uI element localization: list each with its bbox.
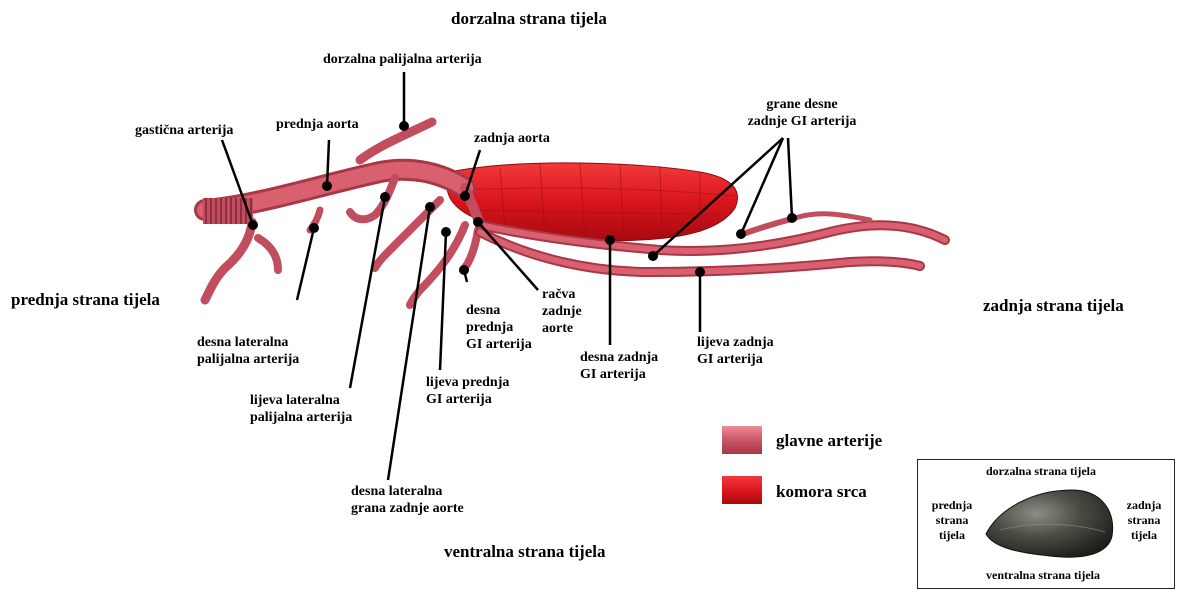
label-line: desna zadnja: [580, 349, 658, 366]
ventral-side-label: ventralna strana tijela: [444, 542, 605, 562]
label-line: lijeva prednja: [426, 374, 509, 391]
label-line: zadnje GI arterija: [732, 113, 872, 130]
label-line: račva: [542, 286, 582, 303]
label-line: GI arterija: [697, 351, 774, 368]
label-line: desna lateralna: [351, 483, 464, 500]
inset-anterior-label: prednja strana tijela: [926, 498, 978, 543]
gastric-artery-label: gastična arterija: [135, 122, 233, 139]
heart-legend-label: komora srca: [776, 482, 867, 502]
anterior-side-label: prednja strana tijela: [11, 290, 160, 310]
label-line: GI arterija: [580, 366, 658, 383]
label-line: palijalna arterija: [197, 351, 299, 368]
label-line: strana: [926, 513, 978, 528]
mussel-shell-illustration: [980, 482, 1120, 562]
label-line: GI arterija: [426, 391, 509, 408]
label-line: strana: [1118, 513, 1170, 528]
heart-legend-swatch: [722, 476, 762, 504]
arteries-legend-swatch: [722, 426, 762, 454]
label-line: desna lateralna: [197, 334, 299, 351]
left-lateral-pallial-label: lijeva lateralna palijalna arterija: [250, 392, 352, 426]
right-posterior-gi-branches-label: grane desne zadnje GI arterija: [732, 96, 872, 130]
arteries-legend-label: glavne arterije: [776, 431, 882, 451]
label-line: desna: [466, 302, 532, 319]
left-anterior-gi-label: lijeva prednja GI arterija: [426, 374, 509, 408]
label-line: aorte: [542, 320, 582, 337]
label-line: tijela: [1118, 528, 1170, 543]
dorsal-pallial-artery-label: dorzalna palijalna arterija: [323, 51, 482, 68]
inset-posterior-label: zadnja strana tijela: [1118, 498, 1170, 543]
label-line: prednja: [926, 498, 978, 513]
label-line: zadnje: [542, 303, 582, 320]
label-line: GI arterija: [466, 336, 532, 353]
anterior-aorta-label: prednja aorta: [276, 116, 359, 133]
aorta-fork-label: račva zadnje aorte: [542, 286, 582, 337]
inset-ventral-label: ventralna strana tijela: [986, 568, 1100, 583]
label-line: grana zadnje aorte: [351, 500, 464, 517]
posterior-side-label: zadnja strana tijela: [983, 296, 1124, 316]
label-line: prednja: [466, 319, 532, 336]
label-line: zadnja: [1118, 498, 1170, 513]
label-line: lijeva lateralna: [250, 392, 352, 409]
right-anterior-gi-label: desna prednja GI arterija: [466, 302, 532, 353]
label-line: grane desne: [732, 96, 872, 113]
right-posterior-gi-label: desna zadnja GI arterija: [580, 349, 658, 383]
orientation-inset: dorzalna strana tijela ventralna strana …: [917, 459, 1175, 589]
inset-dorsal-label: dorzalna strana tijela: [986, 464, 1096, 479]
dorsal-side-label: dorzalna strana tijela: [451, 9, 607, 29]
label-line: lijeva zadnja: [697, 334, 774, 351]
posterior-aorta-label: zadnja aorta: [474, 130, 550, 147]
left-posterior-gi-label: lijeva zadnja GI arterija: [697, 334, 774, 368]
right-lateral-branch-label: desna lateralna grana zadnje aorte: [351, 483, 464, 517]
label-line: palijalna arterija: [250, 409, 352, 426]
right-lateral-pallial-label: desna lateralna palijalna arterija: [197, 334, 299, 368]
label-line: tijela: [926, 528, 978, 543]
